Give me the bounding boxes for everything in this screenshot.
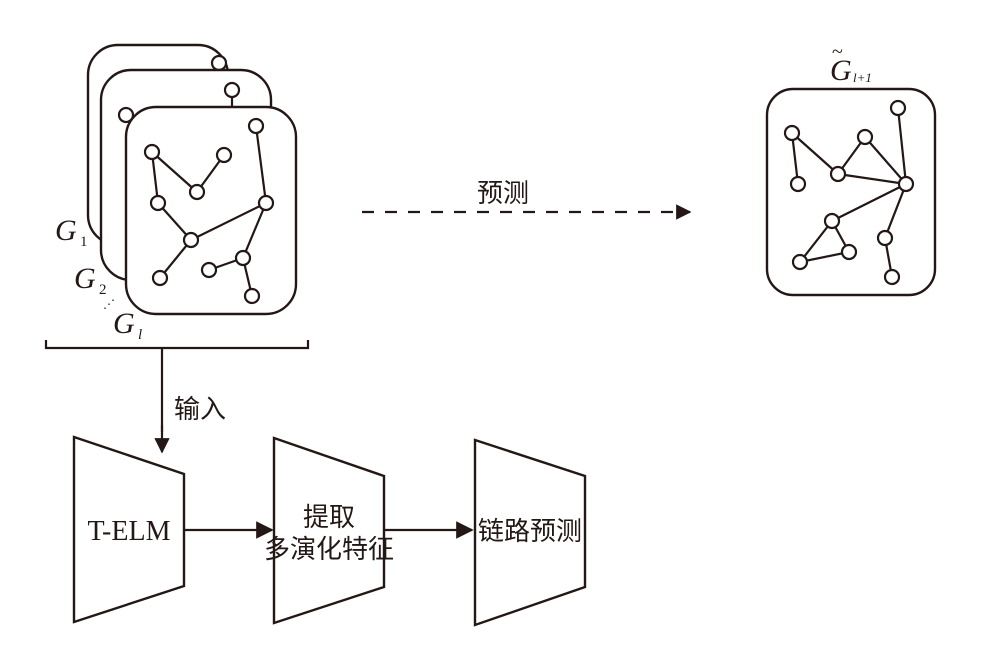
graph-node — [243, 287, 261, 305]
graph-node — [840, 243, 858, 261]
input-label: 输入 — [174, 395, 226, 425]
block-linkpred-trapezoid — [473, 438, 587, 627]
graph-node — [789, 175, 807, 193]
label-g1-symbol: G — [55, 214, 77, 247]
graph-node — [117, 106, 135, 124]
graph-node — [182, 231, 200, 249]
graph-node — [149, 194, 167, 212]
predict-label: 预测 — [477, 179, 529, 209]
graph-node — [791, 253, 809, 271]
graph-node — [200, 261, 218, 279]
label-g2-subscript: 2 — [99, 282, 107, 298]
graph-node — [897, 175, 915, 193]
block-extract-trapezoid — [272, 436, 386, 625]
predicted-graph-nodes — [783, 99, 915, 286]
graph-node — [829, 165, 847, 183]
block-extract-label-line2: 多演化特征 — [264, 535, 394, 565]
graph-node — [883, 268, 901, 286]
graph-node — [188, 183, 206, 201]
label-gl-symbol: G — [113, 307, 135, 340]
predicted-label-symbol: G — [830, 54, 852, 87]
graph-node — [876, 229, 894, 247]
graph-node — [856, 128, 874, 146]
graph-node — [823, 212, 841, 230]
block-telm-label: T-ELM — [88, 516, 171, 547]
graph-node — [257, 194, 275, 212]
block-telm-trapezoid — [72, 435, 186, 624]
predicted-label-subscript: l+1 — [853, 70, 872, 85]
input-bracket — [44, 340, 310, 350]
label-ellipsis: ⋰ — [103, 297, 115, 311]
label-g1-subscript: 1 — [80, 234, 88, 250]
graph-node — [215, 146, 233, 164]
predicted-label-accent: ~ — [832, 41, 843, 63]
block-linkpred-label: 链路预测 — [478, 517, 582, 547]
graph-node — [143, 143, 161, 161]
predicted-graph: G ~ l+1 — [765, 41, 937, 297]
input-graph-stack: G 1 G 2 ⋰ G l — [44, 43, 310, 350]
graph-node — [151, 269, 169, 287]
graph-card-gl — [124, 105, 298, 316]
predicted-graph-card — [765, 87, 937, 297]
graph-node — [247, 117, 265, 135]
front-graph-nodes — [143, 117, 275, 305]
block-extract-label-line1: 提取 — [303, 503, 355, 533]
graph-node — [783, 124, 801, 142]
label-gl-subscript: l — [138, 327, 142, 343]
graph-node — [889, 99, 907, 117]
graph-node — [234, 249, 252, 267]
label-g2-symbol: G — [74, 262, 96, 295]
